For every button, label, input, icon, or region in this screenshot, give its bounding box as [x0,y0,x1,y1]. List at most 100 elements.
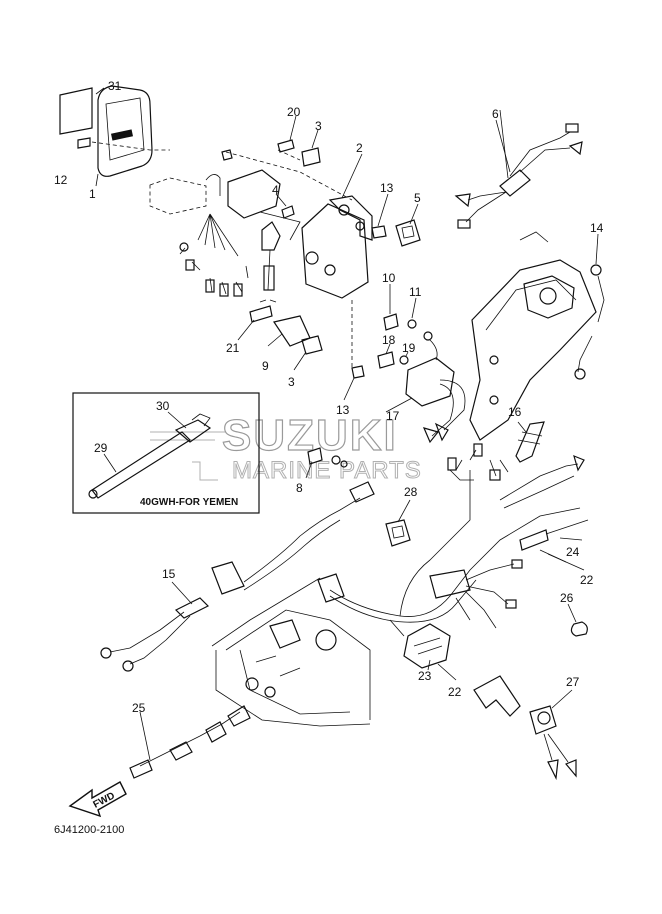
callout-21: 21 [226,341,240,355]
terminal [434,422,449,442]
terminal [185,259,195,271]
bolt-18 [377,351,395,369]
callout-28: 28 [404,485,418,499]
callout-14: 14 [590,221,604,235]
callout-22b: 22 [448,685,462,699]
harness-connector-15 [211,561,245,595]
ring-terminal [122,660,134,672]
bracket-2 [301,203,369,299]
leader-lines [95,87,599,761]
terminal [233,283,243,297]
callouts: 31 1 12 20 3 2 4 13 5 6 14 10 11 18 19 9… [54,79,604,715]
switch-27 [529,705,557,735]
inset-label: 40GWH-FOR YEMEN [140,497,238,508]
watermark: SUZUKI MARINE PARTS [150,410,422,485]
part-harness-6 [454,109,583,229]
callout-12: 12 [54,173,68,187]
connector [317,573,345,603]
fuse-24 [519,529,549,551]
terminal [457,219,471,229]
bolt [221,149,233,161]
harness-body-6 [499,169,531,197]
cable-29 [91,431,191,499]
watermark-logo-mark [150,431,225,481]
nut-4 [281,205,295,219]
callout-18: 18 [382,333,396,347]
terminal [422,427,440,444]
callout-24: 24 [566,545,580,559]
part-rectifier [377,313,466,444]
inset-frame [72,392,260,514]
relay-box [429,569,471,599]
terminal [454,193,471,208]
terminal [565,759,577,778]
bolt-21 [249,305,273,323]
callout-30: 30 [156,399,170,413]
engine-frame [469,259,597,441]
washer [331,455,341,465]
grommet-16 [515,421,545,463]
callout-31: 31 [108,79,122,93]
connector [349,481,375,503]
diagram-code: 6J41200-2100 [54,824,124,836]
engine-block [211,577,371,727]
rectifier-17 [405,357,455,407]
cdi-unit [227,169,281,219]
callout-16: 16 [508,405,522,419]
callout-8: 8 [296,481,303,495]
ring-terminal [100,647,112,659]
bracket-9 [273,315,311,347]
callout-20: 20 [287,105,301,119]
clip-26 [570,621,588,637]
callout-25: 25 [132,701,146,715]
part-engine-frame [469,231,605,463]
bolt-20 [277,139,295,153]
terminal [219,283,229,297]
starter-motor [523,275,575,319]
callout-4: 4 [272,183,279,197]
fwd-label: FWD [92,790,117,810]
part-clip-26 [570,621,588,637]
brand-decal [111,129,133,141]
callout-22a: 22 [580,573,594,587]
callout-23: 23 [418,669,432,683]
part-cdi-units [149,169,301,303]
watermark-brand: SUZUKI [222,411,398,460]
watermark-sub: MARINE PARTS [232,457,422,484]
callout-13a: 13 [380,181,394,195]
terminal [565,123,579,133]
collar-13 [351,365,365,379]
callout-27: 27 [566,675,580,689]
callout-5: 5 [414,191,421,205]
bolt-13 [371,225,387,239]
callout-26: 26 [560,591,574,605]
grommet-3 [301,147,321,167]
callout-6: 6 [492,107,499,121]
callout-10: 10 [382,271,396,285]
callout-11: 11 [409,285,422,299]
part-harness-15 [100,481,375,672]
part-switch-27 [473,675,577,781]
callout-2: 2 [356,141,363,155]
cap-30 [174,419,212,443]
cable-boot [174,597,210,619]
callout-15: 15 [162,567,176,581]
part-bracket-9 [249,305,365,379]
callout-19: 19 [402,341,416,355]
inset-box: 40GWH-FOR YEMEN [72,392,260,514]
callout-29: 29 [94,441,108,455]
terminal [205,279,215,293]
callout-3a: 3 [315,119,322,133]
fwd-arrow: FWD [68,781,127,818]
cable-end [129,759,153,779]
callout-13b: 13 [336,403,350,417]
part-cover-plate [59,85,170,177]
nut-14 [590,264,602,276]
callout-17: 17 [386,409,400,423]
callout-1: 1 [89,187,96,201]
fuse-holder-28 [385,519,411,547]
part-cable-25 [129,705,251,779]
connector [261,221,281,251]
part-bracket-2 [221,139,421,370]
